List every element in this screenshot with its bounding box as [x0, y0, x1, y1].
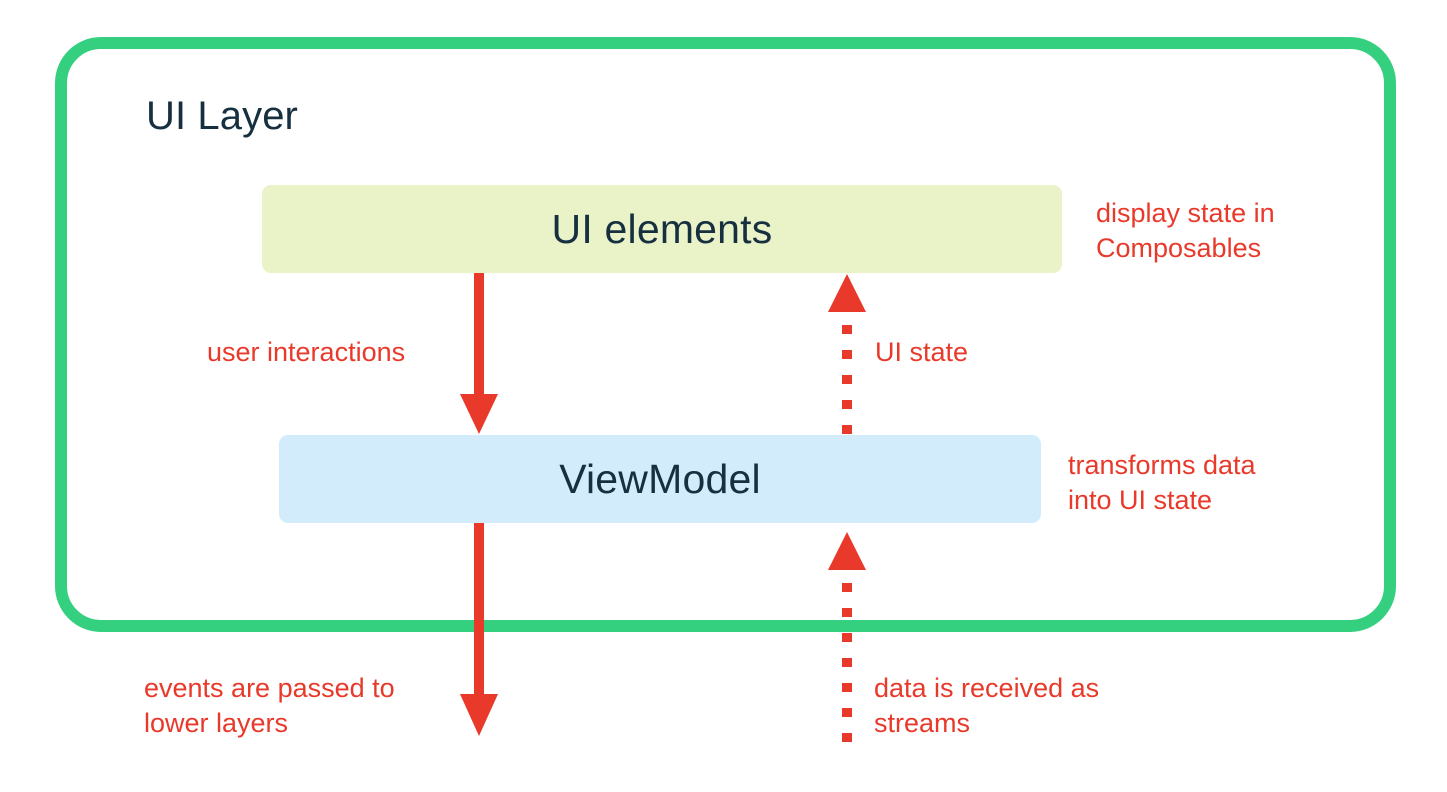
ui-layer-container	[55, 37, 1396, 632]
ui-layer-title: UI Layer	[146, 94, 298, 138]
annotation-ui-state: UI state	[875, 337, 969, 367]
annotation-display-state: display state in Composables	[1096, 198, 1275, 263]
annotation-user-interactions: user interactions	[207, 337, 406, 367]
ui-elements-box: UI elements	[262, 185, 1062, 273]
annotation-transforms-data: transforms data into UI state	[1068, 450, 1256, 515]
annotation-events-passed: events are passed to lower layers	[144, 673, 395, 738]
annotation-data-streams: data is received as streams	[874, 673, 1100, 738]
ui-elements-label: UI elements	[551, 205, 773, 252]
viewmodel-label: ViewModel	[559, 455, 761, 502]
viewmodel-box: ViewModel	[279, 435, 1041, 523]
